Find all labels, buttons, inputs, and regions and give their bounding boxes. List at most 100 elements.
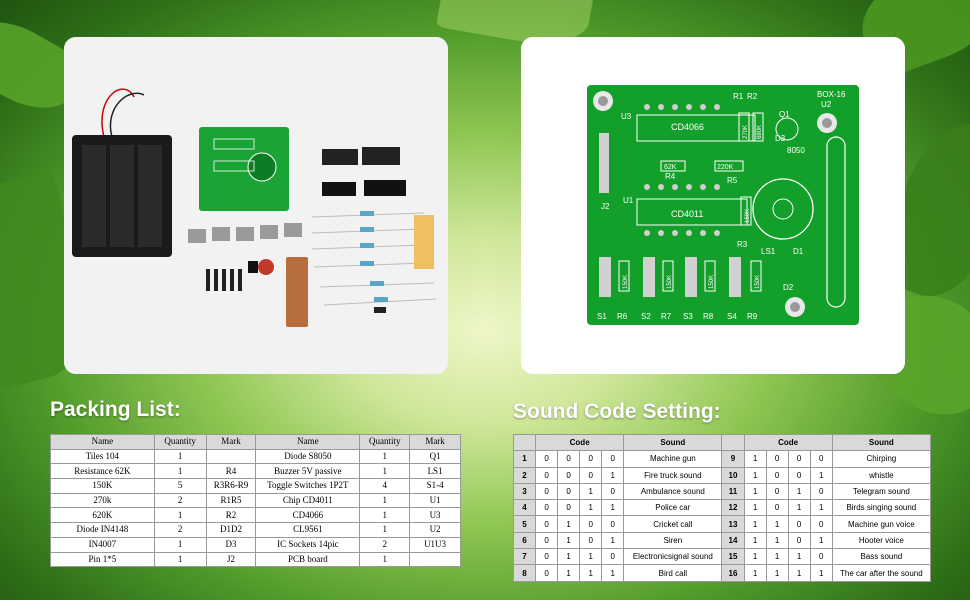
sound-number-cell: 5 xyxy=(512,515,537,533)
table-cell: 1 xyxy=(787,564,811,582)
pcb-transistor-label: 8050 xyxy=(787,146,805,155)
table-cell: D1D2 xyxy=(205,522,257,538)
table-cell: 1 xyxy=(557,531,581,550)
table-cell: R1R5 xyxy=(205,492,257,509)
sound-code-heading: Sound Code Setting: xyxy=(513,400,721,423)
table-cell: 0 xyxy=(579,450,603,468)
table-cell: 1 xyxy=(153,463,207,480)
pcb-res-150k: 150K xyxy=(745,209,751,223)
pcb-photo: BOX-16 CD4066 CD4011 U3 R1 R2 U2 Q1 8050… xyxy=(521,37,905,374)
table-cell: Diode S8050 xyxy=(255,448,361,465)
column-header: Mark xyxy=(205,434,257,450)
sound-module xyxy=(286,257,308,327)
sound-number-cell: 6 xyxy=(512,531,537,550)
table-cell: 1 xyxy=(743,548,767,566)
table-cell: Diode IN4148 xyxy=(50,522,155,538)
pcb-illustration: BOX-16 CD4066 CD4011 U3 R1 R2 U2 Q1 8050… xyxy=(521,37,905,374)
table-cell: 1 xyxy=(601,466,625,484)
pcb-ref-d2: D2 xyxy=(783,283,794,292)
pcb-chip-u3: CD4066 xyxy=(671,122,704,132)
column-header: Mark xyxy=(409,434,461,450)
pcb-ref-r9: R9 xyxy=(747,312,758,321)
table-cell: 0 xyxy=(601,548,625,566)
table-cell: 1 xyxy=(153,536,207,553)
pcb-board-label: BOX-16 xyxy=(817,90,846,99)
sound-number-cell: 15 xyxy=(721,548,745,566)
table-cell: 1 xyxy=(787,548,811,566)
table-cell: Chip CD4011 xyxy=(255,492,361,509)
table-cell: Tiles 104 xyxy=(50,448,155,465)
table-header-row: Code Sound Code Sound xyxy=(512,433,932,452)
table-cell: 0 xyxy=(535,482,559,501)
table-cell: 1 xyxy=(359,448,411,465)
table-cell: Fire truck sound xyxy=(623,466,723,484)
sound-number-cell: 2 xyxy=(512,466,537,484)
table-cell: 620K xyxy=(50,507,155,524)
table-cell: Chirping xyxy=(831,450,932,468)
table-cell: 1 xyxy=(153,507,207,524)
table-cell: 0 xyxy=(787,450,811,468)
table-cell: R4 xyxy=(205,463,257,480)
table-cell: 1 xyxy=(765,531,789,550)
table-cell: Police car xyxy=(623,499,723,517)
table-cell: Bird call xyxy=(623,564,723,582)
table-cell: whistle xyxy=(831,466,932,484)
pcb-res-150k: 150K xyxy=(755,275,761,289)
sound-number-cell: 8 xyxy=(512,564,537,582)
table-cell: 1 xyxy=(579,499,603,517)
table-cell: 0 xyxy=(601,450,625,468)
table-cell: 1 xyxy=(557,548,581,566)
table-cell: 0 xyxy=(809,482,833,501)
table-cell: 0 xyxy=(557,466,581,484)
table-cell: 0 xyxy=(535,564,559,582)
pcb-ref-u3: U3 xyxy=(621,112,632,121)
table-cell: 1 xyxy=(601,531,625,550)
table-cell: 1 xyxy=(787,482,811,501)
table-cell: 1 xyxy=(153,448,207,465)
table-cell: 0 xyxy=(557,450,581,468)
table-cell: 1 xyxy=(601,499,625,517)
table-cell: 1 xyxy=(809,564,833,582)
ic-chip xyxy=(364,180,406,196)
table-cell: 0 xyxy=(809,515,833,533)
table-header-row: Name Quantity Mark Name Quantity Mark xyxy=(50,434,461,450)
pcb-ref-s3: S3 xyxy=(683,312,693,321)
sound-number-cell: 14 xyxy=(721,531,745,550)
table-cell xyxy=(409,551,461,568)
table-cell: 0 xyxy=(765,466,789,484)
table-cell: R3R6-R9 xyxy=(205,478,257,494)
pcb-res-62k: 62K xyxy=(664,164,677,171)
table-cell: S1-4 xyxy=(409,478,461,494)
pcb-ref-j2: J2 xyxy=(601,202,610,211)
column-header: Quantity xyxy=(153,434,207,450)
table-cell: U1 xyxy=(409,492,461,509)
table-cell: U3 xyxy=(409,507,461,524)
transistor xyxy=(248,261,258,273)
table-cell: IC Sockets 14pic xyxy=(255,536,361,553)
table-cell: 2 xyxy=(153,492,207,509)
table-cell: Birds singing sound xyxy=(831,499,932,517)
table-cell: 1 xyxy=(557,564,581,582)
table-cell: 1 xyxy=(809,466,833,484)
table-cell: 1 xyxy=(579,482,603,501)
pcb-ref-r5: R5 xyxy=(727,176,738,185)
table-cell: PCB board xyxy=(255,551,361,568)
pcb-ref-s1: S1 xyxy=(597,312,607,321)
table-cell: Toggle Switches 1P2T xyxy=(255,478,361,494)
sound-number-cell: 10 xyxy=(721,466,745,484)
table-cell: 0 xyxy=(579,515,603,533)
table-cell: 0 xyxy=(579,466,603,484)
table-cell: 1 xyxy=(765,548,789,566)
table-cell: R2 xyxy=(205,507,257,524)
packing-list-heading: Packing List: xyxy=(50,398,181,421)
pcb-small xyxy=(199,127,289,211)
sound-number-cell: 11 xyxy=(721,482,745,501)
